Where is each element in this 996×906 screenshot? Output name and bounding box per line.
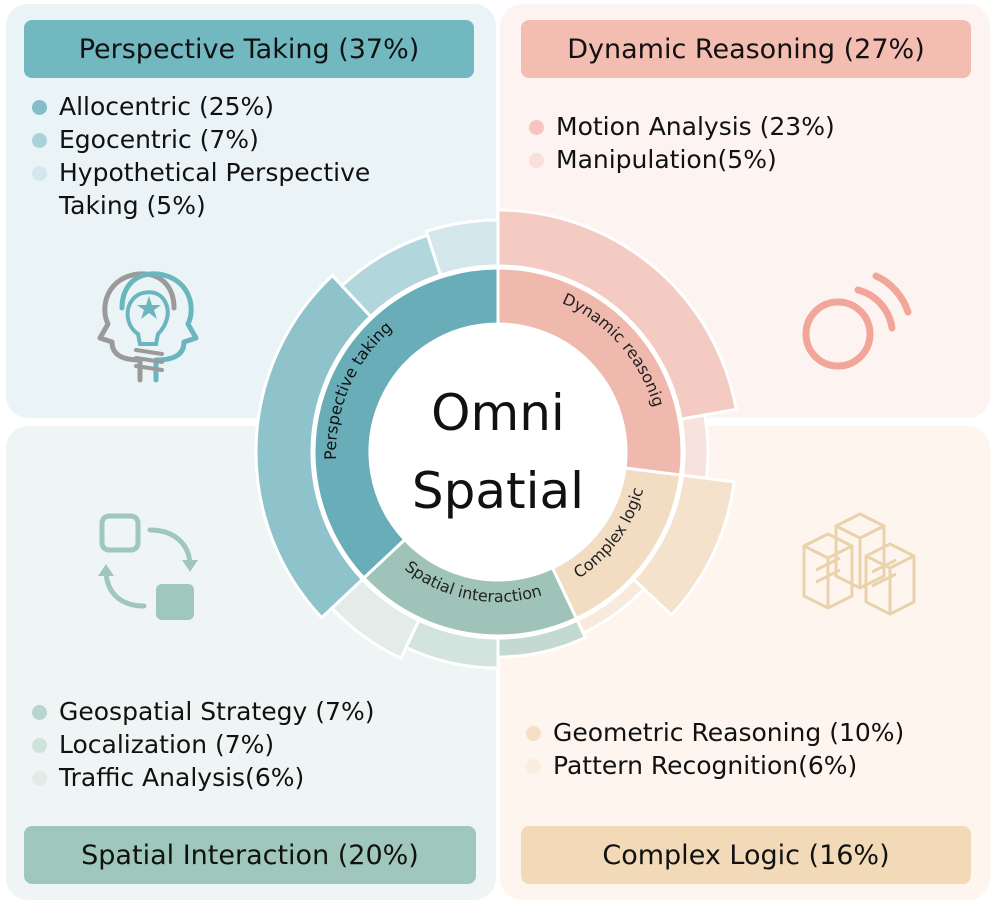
- legend-label: Pattern Recognition(6%): [553, 751, 858, 780]
- legend-item: Egocentric (7%): [32, 123, 429, 156]
- legend-dynamic: Motion Analysis (23%) Manipulation(5%): [529, 110, 916, 176]
- legend-item: Traffic Analysis(6%): [32, 761, 419, 794]
- outer-ring: [254, 208, 738, 670]
- legend-item: Manipulation(5%): [529, 143, 916, 176]
- legend-dot: [32, 166, 47, 181]
- legend-dot: [529, 153, 544, 168]
- title-spatial-interaction: Spatial Interaction (20%): [24, 826, 476, 884]
- center-label-line-2: Spatial: [412, 462, 584, 520]
- legend-dot: [526, 759, 541, 774]
- legend-label: Allocentric (25%): [59, 92, 275, 121]
- swap-squares-icon: [98, 513, 198, 620]
- legend-dot: [32, 133, 47, 148]
- outer-segment-geometric-reasoning: [631, 473, 736, 618]
- outer-segment-hypothetical-perspective-taking: [424, 218, 500, 277]
- legend-item: Localization (7%): [32, 728, 419, 761]
- legend-item: Hypothetical Perspective Taking (5%): [32, 156, 429, 222]
- legend-dot: [32, 738, 47, 753]
- center-label-line-1: Omni: [431, 384, 565, 442]
- legend-dot: [529, 120, 544, 135]
- legend-dot: [526, 726, 541, 741]
- legend-item: Geospatial Strategy (7%): [32, 695, 419, 728]
- legend-label: Traffic Analysis(6%): [59, 763, 305, 792]
- legend-perspective: Allocentric (25%) Egocentric (7%) Hypoth…: [32, 90, 429, 222]
- legend-spatial: Geospatial Strategy (7%) Localization (7…: [32, 695, 419, 794]
- outer-segment-manipulation: [679, 413, 710, 480]
- motion-circles-icon: [802, 272, 912, 370]
- title-complex-logic: Complex Logic (16%): [521, 826, 971, 884]
- legend-dot: [32, 100, 47, 115]
- legend-complex: Geometric Reasoning (10%) Pattern Recogn…: [526, 716, 973, 782]
- legend-dot: [32, 771, 47, 786]
- legend-label: Geometric Reasoning (10%): [553, 718, 905, 747]
- head-profiles-icon: [97, 271, 199, 383]
- title-perspective-taking: Perspective Taking (37%): [24, 20, 474, 78]
- legend-item: Motion Analysis (23%): [529, 110, 916, 143]
- legend-item: Allocentric (25%): [32, 90, 429, 123]
- outer-segment-motion-analysis: [496, 208, 738, 421]
- legend-label: Motion Analysis (23%): [556, 112, 835, 141]
- legend-label: Manipulation(5%): [556, 145, 777, 174]
- legend-label: Hypothetical Perspective Taking (5%): [59, 158, 371, 220]
- center-hole: [370, 324, 626, 580]
- legend-label: Egocentric (7%): [59, 125, 259, 154]
- legend-label: Geospatial Strategy (7%): [59, 697, 375, 726]
- legend-item: Pattern Recognition(6%): [526, 749, 973, 782]
- outer-segment-allocentric: [254, 273, 373, 620]
- title-dynamic-reasoning: Dynamic Reasoning (27%): [521, 20, 971, 78]
- legend-dot: [32, 705, 47, 720]
- legend-item: Geometric Reasoning (10%): [526, 716, 973, 749]
- legend-label: Localization (7%): [59, 730, 275, 759]
- cube-stack-icon: [802, 512, 916, 616]
